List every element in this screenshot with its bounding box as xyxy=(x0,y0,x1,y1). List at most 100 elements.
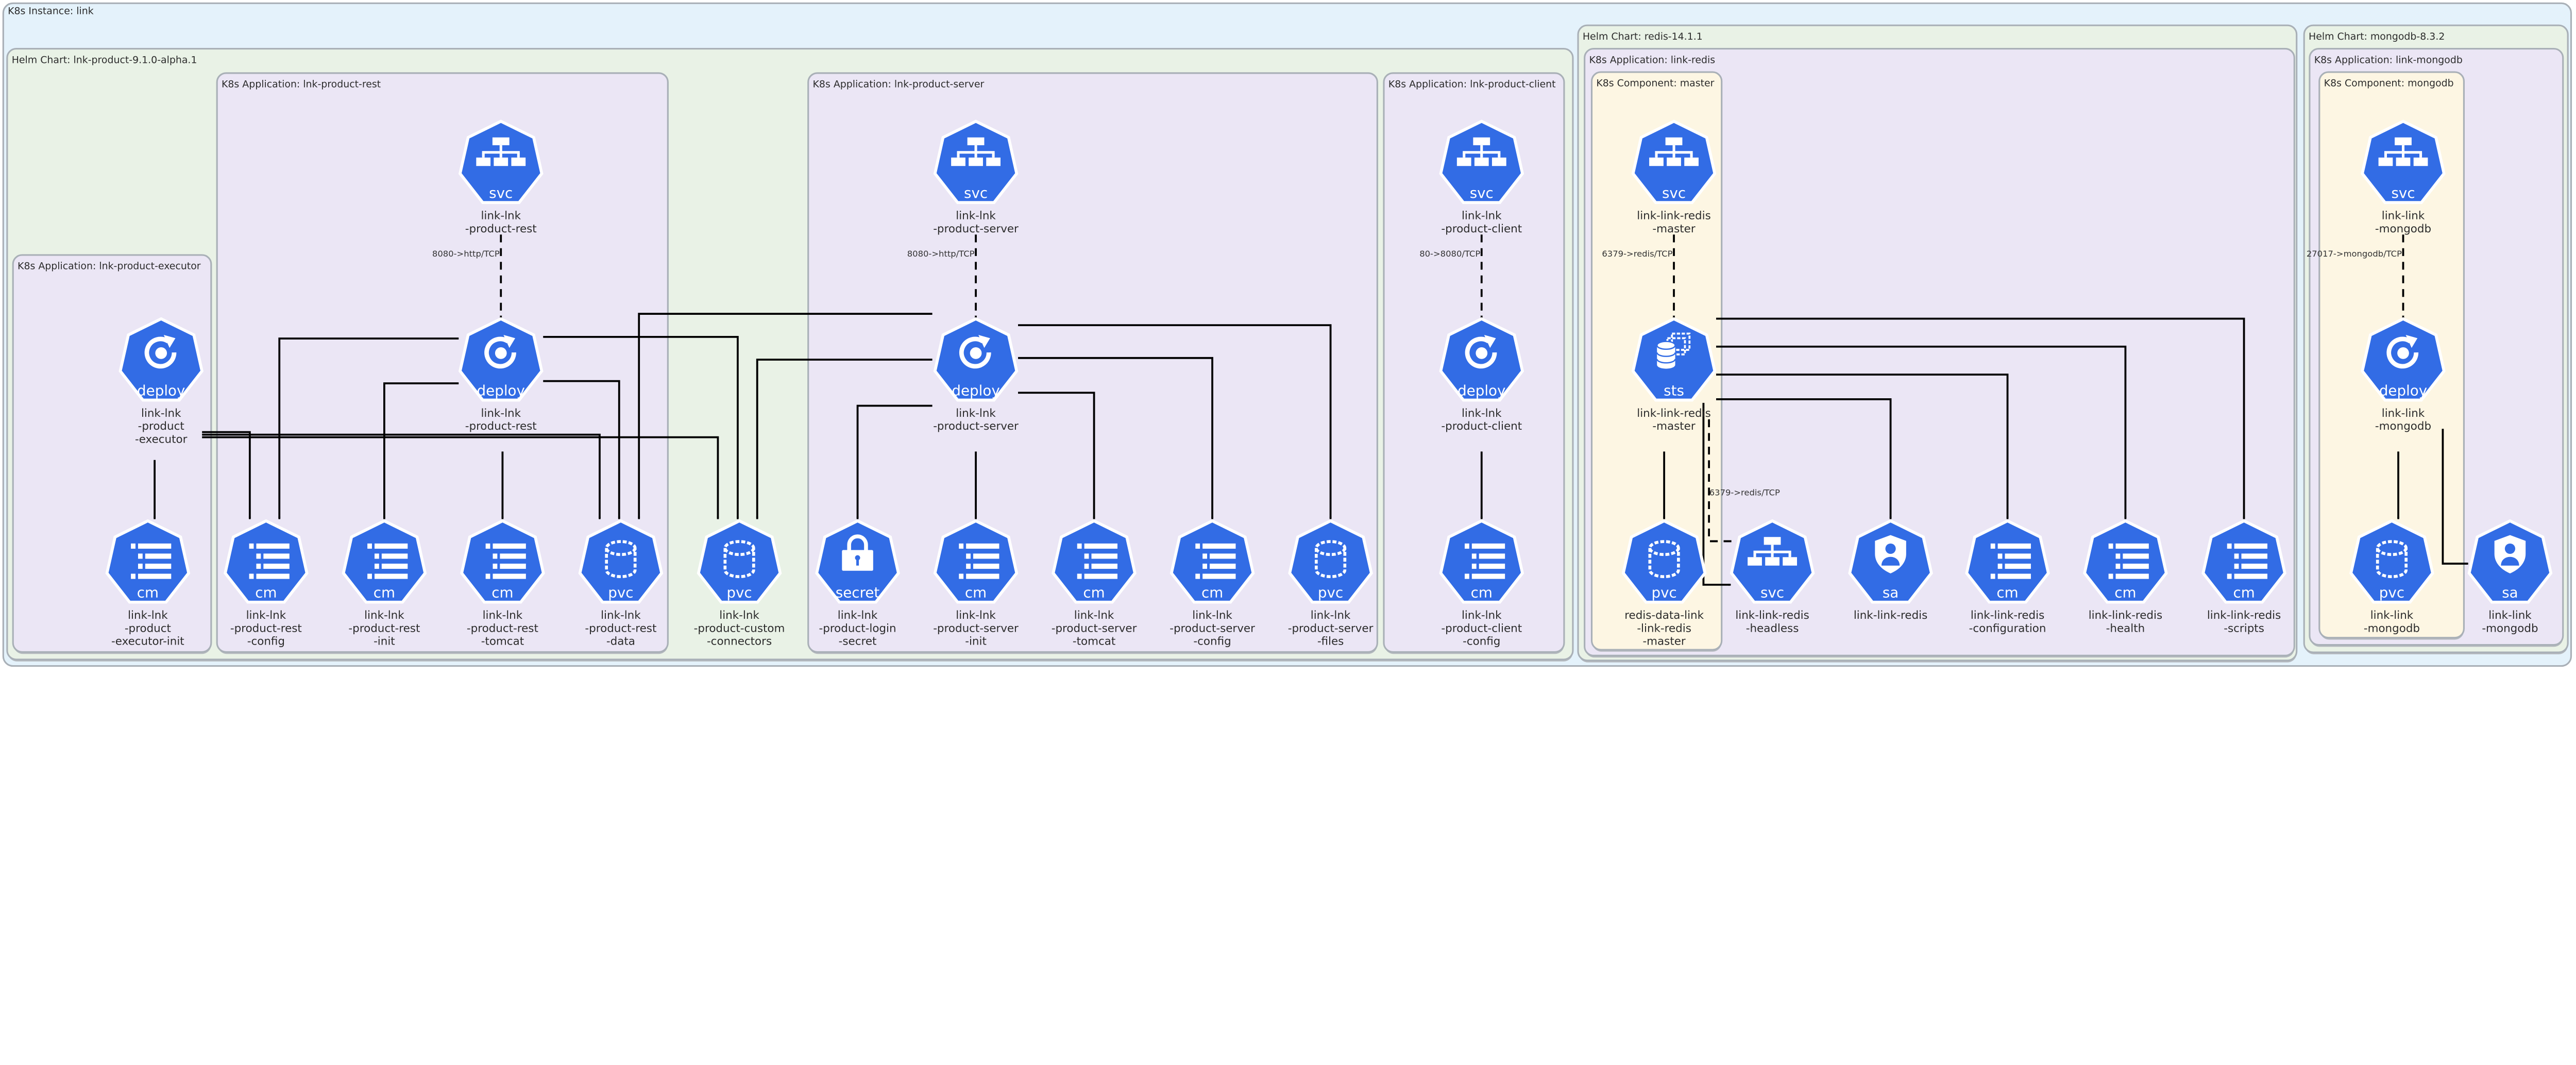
node-label: link-link-mongodb xyxy=(2375,210,2431,235)
node-label-line: -mongodb xyxy=(2482,622,2538,635)
node-label-line: link-lnk xyxy=(719,609,759,622)
cm-icon[interactable]: cm xyxy=(1439,519,1524,604)
pvc-icon[interactable]: pvc xyxy=(2349,519,2434,604)
cm-icon[interactable]: cm xyxy=(224,519,309,604)
node-mongo-svc[interactable]: svc link-link-mongodb xyxy=(2361,120,2446,235)
deploy-icon[interactable]: deploy xyxy=(933,317,1019,402)
edge-mongo-deploy-to-mongo-sa xyxy=(2442,429,2469,565)
k8s-diagram: K8s Instance: link Helm Chart: lnk-produ… xyxy=(2,2,2572,667)
node-label-line: link-lnk xyxy=(1192,609,1232,622)
cm-icon[interactable]: cm xyxy=(2083,519,2168,604)
pvc-icon[interactable]: pvc xyxy=(578,519,664,604)
node-label-line: -master xyxy=(1652,223,1695,235)
node-exec-cm[interactable]: cm link-lnk-product-executor-init xyxy=(105,519,191,648)
deploy-icon[interactable]: deploy xyxy=(1439,317,1524,402)
node-kind-label: pvc xyxy=(608,584,633,601)
sa-icon[interactable]: sa xyxy=(2467,519,2553,604)
node-label-line: -config xyxy=(247,635,285,648)
edge-label: 6379->redis/TCP xyxy=(1709,488,1780,498)
node-kind-label: cm xyxy=(1471,584,1493,601)
sa-icon[interactable]: sa xyxy=(1848,519,1933,604)
group-app-redis: K8s Application: link-redis xyxy=(1584,48,2295,658)
svc-icon[interactable]: svc xyxy=(1439,120,1524,205)
cm-icon[interactable]: cm xyxy=(460,519,545,604)
node-kind-label: deploy xyxy=(2379,382,2427,399)
cm-icon[interactable]: cm xyxy=(1052,519,1137,604)
node-label-line: -tomcat xyxy=(481,635,524,648)
svc-icon[interactable]: svc xyxy=(2361,120,2446,205)
cm-icon[interactable]: cm xyxy=(1170,519,1255,604)
cm-icon[interactable]: cm xyxy=(342,519,427,604)
edge-line xyxy=(856,404,933,519)
node-label-line: -configuration xyxy=(1969,622,2046,635)
svc-icon[interactable]: svc xyxy=(1631,120,1717,205)
deploy-icon[interactable]: deploy xyxy=(2361,317,2446,402)
deploy-icon[interactable]: deploy xyxy=(118,317,204,402)
node-label-line: link-lnk xyxy=(1311,609,1351,622)
pvc-icon[interactable]: pvc xyxy=(697,519,782,604)
node-client-svc[interactable]: svc link-lnk-product-client xyxy=(1439,120,1524,235)
node-label: link-lnk-product-executor xyxy=(135,407,188,446)
edge-rest-deploy-to-rest-cm-config xyxy=(278,337,459,519)
pvc-icon[interactable]: pvc xyxy=(1621,519,1707,604)
deploy-icon[interactable]: deploy xyxy=(458,317,544,402)
node-exec-deploy[interactable]: deploy link-lnk-product-executor xyxy=(118,317,204,446)
node-label-line: link-link-redis xyxy=(1735,609,1809,622)
node-label-line: link-link xyxy=(2382,210,2425,223)
node-kind-label: deploy xyxy=(137,382,185,399)
svc-icon[interactable]: svc xyxy=(1730,519,1815,604)
cm-icon[interactable]: cm xyxy=(933,519,1019,604)
secret-icon[interactable]: secret xyxy=(815,519,900,604)
node-label: link-lnk-product-executor-init xyxy=(111,609,184,648)
node-label: link-lnk-product-client xyxy=(1441,210,1522,235)
edge-redis-sts-master-to-redis-cm-health xyxy=(1716,345,2127,519)
pvc-icon[interactable]: pvc xyxy=(1288,519,1373,604)
cm-icon[interactable]: cm xyxy=(1965,519,2050,604)
node-label-line: link-link xyxy=(2370,609,2414,622)
node-label-line: -config xyxy=(1193,635,1231,648)
node-label-line: link-lnk xyxy=(481,407,521,420)
node-kind-label: pvc xyxy=(726,584,752,601)
node-kind-label: pvc xyxy=(1318,584,1343,601)
group-app-rest: K8s Application: lnk-product-rest xyxy=(216,72,669,654)
cm-icon[interactable]: cm xyxy=(105,519,191,604)
svc-icon[interactable]: svc xyxy=(933,120,1019,205)
node-kind-label: cm xyxy=(2114,584,2136,601)
node-label-line: link-lnk xyxy=(246,609,286,622)
sts-icon[interactable]: sts xyxy=(1631,317,1717,402)
node-label: link-lnk-product-server xyxy=(933,210,1019,235)
node-server-svc[interactable]: svc link-lnk-product-server xyxy=(933,120,1019,235)
edge-line xyxy=(543,335,739,519)
node-label-line: link-lnk xyxy=(956,210,996,223)
node-kind-label: secret xyxy=(836,584,880,601)
cm-icon[interactable]: cm xyxy=(2201,519,2286,604)
svc-icon[interactable]: svc xyxy=(458,120,544,205)
node-kind-label: sa xyxy=(2502,584,2518,601)
